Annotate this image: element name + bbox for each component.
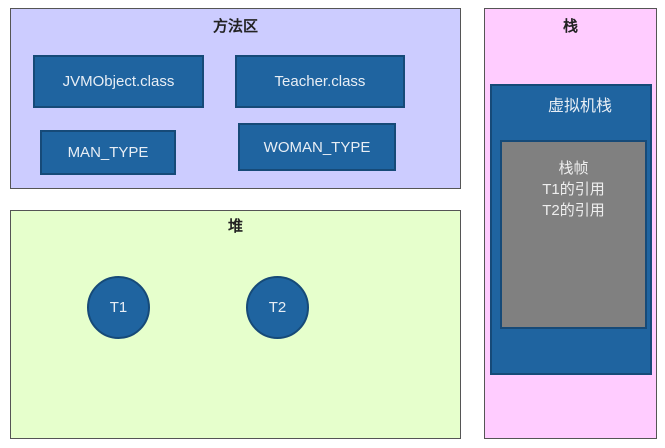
class-jvmobject: JVMObject.class bbox=[33, 55, 204, 108]
field-man-type: MAN_TYPE bbox=[40, 130, 176, 175]
heap-title: 堆 bbox=[227, 218, 243, 235]
method-area-title: 方法区 bbox=[212, 18, 258, 35]
stack-frame-ref-t2: T2的引用 bbox=[542, 202, 605, 219]
field-woman-type: WOMAN_TYPE bbox=[238, 123, 396, 171]
heap-object-t2: T2 bbox=[246, 276, 309, 339]
class-teacher: Teacher.class bbox=[235, 55, 405, 108]
heap-area: 堆 bbox=[10, 210, 461, 439]
heap-object-t1: T1 bbox=[87, 276, 150, 339]
stack-frame: 栈帧 T1的引用 T2的引用 bbox=[500, 140, 647, 329]
stack-title: 栈 bbox=[562, 18, 578, 35]
stack-frame-ref-t1: T1的引用 bbox=[542, 181, 605, 198]
vm-stack-title: 虚拟机栈 bbox=[548, 98, 613, 115]
stack-frame-title: 栈帧 bbox=[558, 160, 589, 177]
